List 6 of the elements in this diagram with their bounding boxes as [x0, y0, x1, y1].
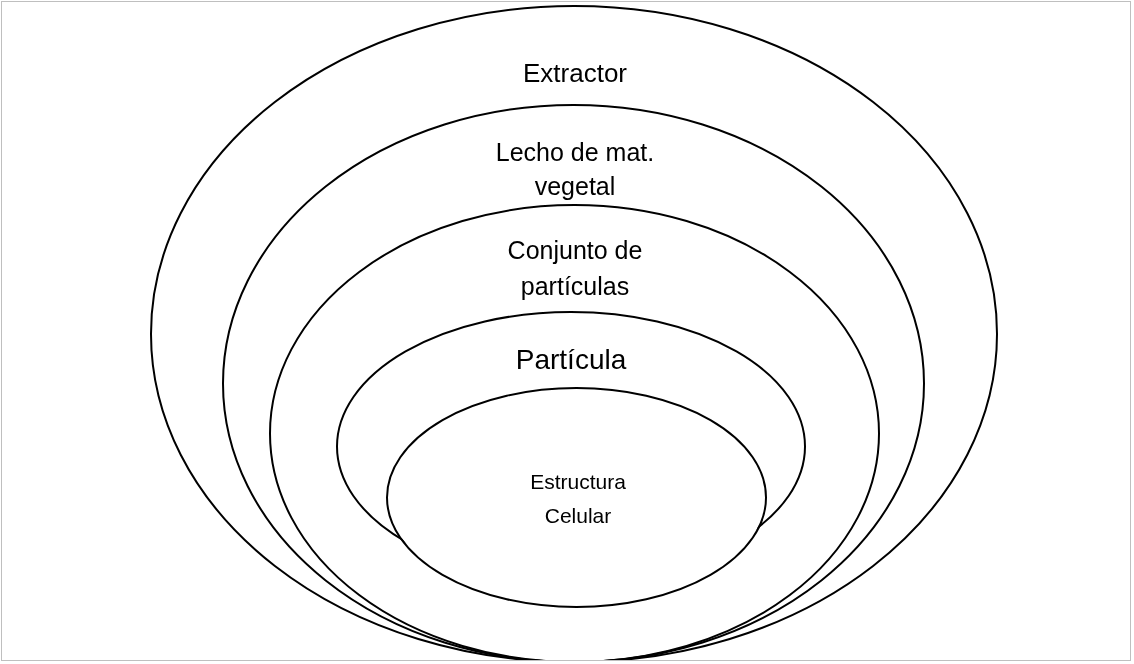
ellipse-label: Extractor	[522, 57, 628, 90]
ellipse-label: Lecho de mat. vegetal	[494, 137, 656, 202]
ellipse-label: Estructura Celular	[529, 469, 627, 529]
ellipse-label: Partícula	[514, 343, 628, 377]
ellipse-label: Conjunto de partículas	[506, 235, 644, 302]
nested-ellipse	[387, 388, 766, 607]
